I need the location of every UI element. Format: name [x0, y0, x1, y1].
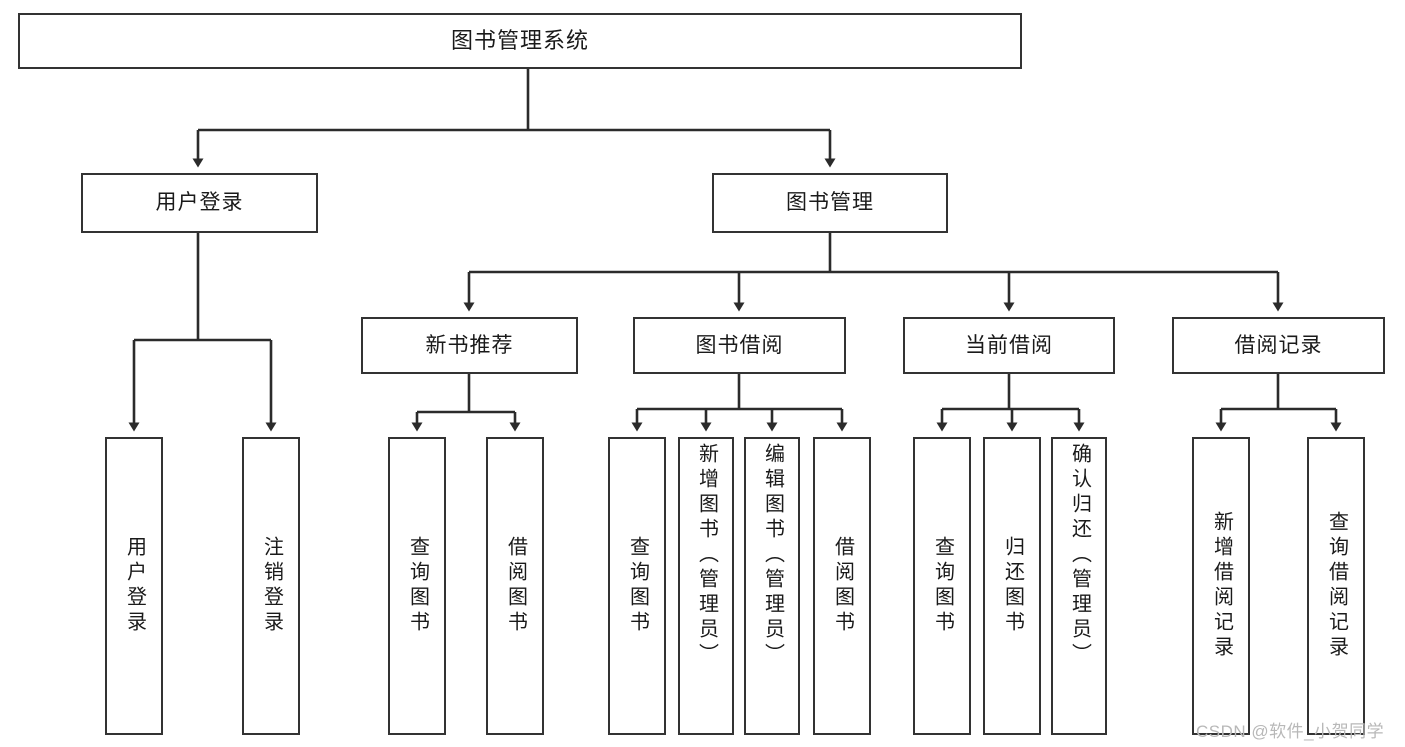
node-leaf-query-book-recommend[interactable]: 查询图书 [388, 437, 446, 735]
node-leaf-borrow-book[interactable]: 借阅图书 [813, 437, 871, 735]
node-leaf-add-borrow-record[interactable]: 新增借阅记录 [1192, 437, 1250, 735]
node-label: 用户登录 [155, 191, 244, 215]
node-label: 查询借阅记录 [1325, 511, 1348, 661]
node-current-borrow[interactable]: 当前借阅 [903, 317, 1115, 374]
node-label: 确认归还（管理员） [1068, 443, 1091, 668]
node-leaf-query-borrow-record[interactable]: 查询借阅记录 [1307, 437, 1365, 735]
edges-root-to-level2 [192, 69, 836, 168]
node-leaf-return-book[interactable]: 归还图书 [983, 437, 1041, 735]
node-book-borrow[interactable]: 图书借阅 [633, 317, 846, 374]
node-label: 查询图书 [406, 536, 429, 636]
node-new-book-recommend[interactable]: 新书推荐 [361, 317, 578, 374]
node-book-management[interactable]: 图书管理 [712, 173, 948, 233]
csdn-watermark: CSDN @软件_小贺同学 [1196, 722, 1385, 741]
node-leaf-query-book-borrow[interactable]: 查询图书 [608, 437, 666, 735]
node-label: 新增图书（管理员） [695, 443, 718, 668]
node-label: 图书管理系统 [450, 27, 589, 53]
node-label: 查询图书 [626, 536, 649, 636]
node-label: 借阅记录 [1234, 333, 1323, 357]
node-label: 当前借阅 [965, 333, 1053, 357]
edges-user-login-to-leaves [128, 233, 277, 432]
edges-book-management-to-level3 [463, 233, 1284, 312]
edges-book-borrow-to-leaves [631, 374, 848, 432]
node-borrow-record[interactable]: 借阅记录 [1172, 317, 1385, 374]
node-label: 用户登录 [123, 536, 146, 636]
edges-new-book-recommend-to-leaves [411, 374, 521, 432]
node-label: 归还图书 [1001, 536, 1024, 636]
node-label: 新增借阅记录 [1210, 511, 1233, 661]
node-leaf-borrow-book-recommend[interactable]: 借阅图书 [486, 437, 544, 735]
node-root-book-management-system[interactable]: 图书管理系统 [18, 13, 1022, 69]
node-label: 注销登录 [260, 536, 283, 636]
node-leaf-user-logout[interactable]: 注销登录 [242, 437, 300, 735]
edges-current-borrow-to-leaves [936, 374, 1085, 432]
node-label: 图书管理 [786, 191, 874, 215]
node-leaf-edit-book-admin[interactable]: 编辑图书（管理员） [744, 437, 800, 735]
node-leaf-query-book-current[interactable]: 查询图书 [913, 437, 971, 735]
node-label: 查询图书 [931, 536, 954, 636]
node-label: 借阅图书 [504, 536, 527, 636]
node-label: 图书借阅 [695, 333, 784, 357]
node-leaf-add-book-admin[interactable]: 新增图书（管理员） [678, 437, 734, 735]
node-label: 新书推荐 [425, 333, 514, 357]
node-label: 借阅图书 [831, 536, 854, 636]
edges-borrow-record-to-leaves [1215, 374, 1342, 432]
node-leaf-confirm-return-admin[interactable]: 确认归还（管理员） [1051, 437, 1107, 735]
node-leaf-user-login[interactable]: 用户登录 [105, 437, 163, 735]
node-user-login[interactable]: 用户登录 [81, 173, 318, 233]
node-label: 编辑图书（管理员） [761, 443, 784, 668]
